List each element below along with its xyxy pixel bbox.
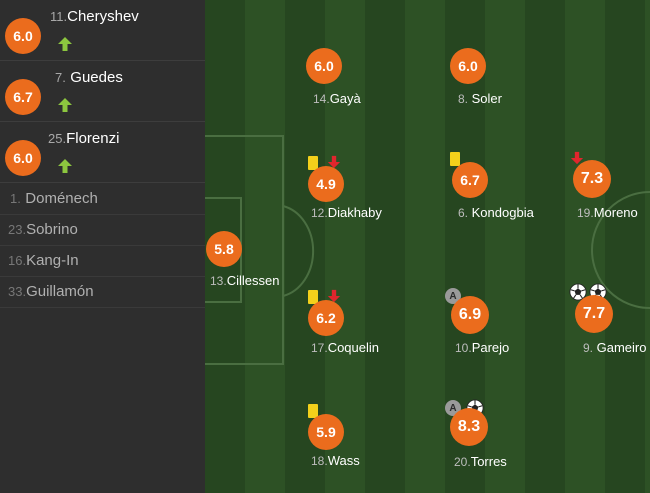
player-number: 12. [311,206,328,220]
centre-circle [591,191,650,309]
rating-badge: 6.0 [5,18,41,54]
bench-row-guillamon[interactable]: 33.Guillamón [0,277,205,308]
bench-row-sobrino[interactable]: 23.Sobrino [0,215,205,246]
player-name-label: 13.Cillessen [210,273,279,288]
player-name: Cheryshev [67,8,139,25]
player-number: 9. [583,341,594,355]
player-name: Torres [470,454,507,469]
pitch-markings [205,135,650,365]
player-name: Guillamón [26,283,94,300]
player-number: 16. [8,253,27,268]
yellow-card-icon [450,152,460,166]
arrow-up-icon [57,158,73,174]
rating-badge: 5.9 [308,414,344,450]
player-number: 6. [458,206,469,220]
player-name: Soler [471,91,502,106]
rating-badge: 6.7 [452,162,488,198]
player-number: 13. [210,274,227,288]
player-name-label: 10.Parejo [455,340,509,355]
rating-badge: 5.8 [206,231,242,267]
player-number: 20. [454,455,471,469]
player-name: Coquelin [327,340,380,355]
player-name: Gameiro [596,340,647,355]
player-name-label: 6. Kondogbia [458,205,534,220]
player-name: Florenzi [66,130,120,147]
penalty-arc [282,205,315,297]
rating-badge: 6.0 [450,48,486,84]
player-name: Sobrino [26,221,78,238]
player-name: Gayà [329,91,361,106]
player-number: 18. [311,454,328,468]
penalty-area [205,135,284,365]
player-name: Parejo [471,340,510,355]
arrow-up-icon [57,97,73,113]
rating-badge: 6.0 [306,48,342,84]
player-number: 33. [8,284,27,299]
rating-badge: 6.7 [5,79,41,115]
player-name: Doménech [25,190,98,207]
player-number: 14. [313,92,330,106]
player-name: Kondogbia [471,205,534,220]
rating-badge: 4.9 [308,166,344,202]
player-name-label: 17.Coquelin [311,340,379,355]
player-number: 1. [10,191,21,206]
player-number: 11. [50,9,68,24]
arrow-up-icon [57,36,73,52]
player-number: 10. [455,341,472,355]
pitch: 6.0 14.Gayà 6.0 8. Soler 4.9 12.Diakhaby… [205,0,650,493]
yellow-card-icon [308,404,318,418]
player-name: Wass [327,453,360,468]
rating-badge: 7.7 [575,295,613,333]
rating-badge: 6.2 [308,300,344,336]
player-number: 7. [55,70,66,85]
player-name-label: 19.Moreno [577,205,638,220]
player-name: Cillessen [226,273,280,288]
rating-badge: 6.0 [5,140,41,176]
bench-row-kang-in[interactable]: 16.Kang-In [0,246,205,277]
player-number: 19. [577,206,594,220]
player-name: Guedes [70,69,123,86]
rating-badge: 8.3 [450,408,488,446]
player-name-label: 14.Gayà [313,91,361,106]
bench-row-domenech[interactable]: 1. Doménech [0,184,205,215]
player-name-label: 25.Florenzi [48,130,119,148]
player-name-label: 20.Torres [454,454,507,469]
player-name-label: 11.Cheryshev [50,8,139,26]
player-name-label: 8. Soler [458,91,502,106]
player-number: 23. [8,222,27,237]
player-number: 25. [48,131,67,146]
player-name: Kang-In [26,252,79,269]
rating-badge: 7.3 [573,160,611,198]
player-name-label: 9. Gameiro [583,340,647,355]
yellow-card-icon [308,290,318,304]
substitute-row-florenzi[interactable]: 6.0 25.Florenzi [0,122,205,183]
player-number: 17. [311,341,328,355]
player-name: Diakhaby [327,205,382,220]
player-name: Moreno [593,205,638,220]
player-name-label: 7. Guedes [55,69,123,87]
rating-badge: 6.9 [451,296,489,334]
substitutes-panel: 6.0 11.Cheryshev 6.7 7. Guedes 6.0 25.Fl… [0,0,205,493]
player-number: 8. [458,92,469,106]
player-name-label: 18.Wass [311,453,360,468]
player-name-label: 12.Diakhaby [311,205,382,220]
substitute-row-cheryshev[interactable]: 6.0 11.Cheryshev [0,0,205,61]
substitute-row-guedes[interactable]: 6.7 7. Guedes [0,61,205,122]
yellow-card-icon [308,156,318,170]
